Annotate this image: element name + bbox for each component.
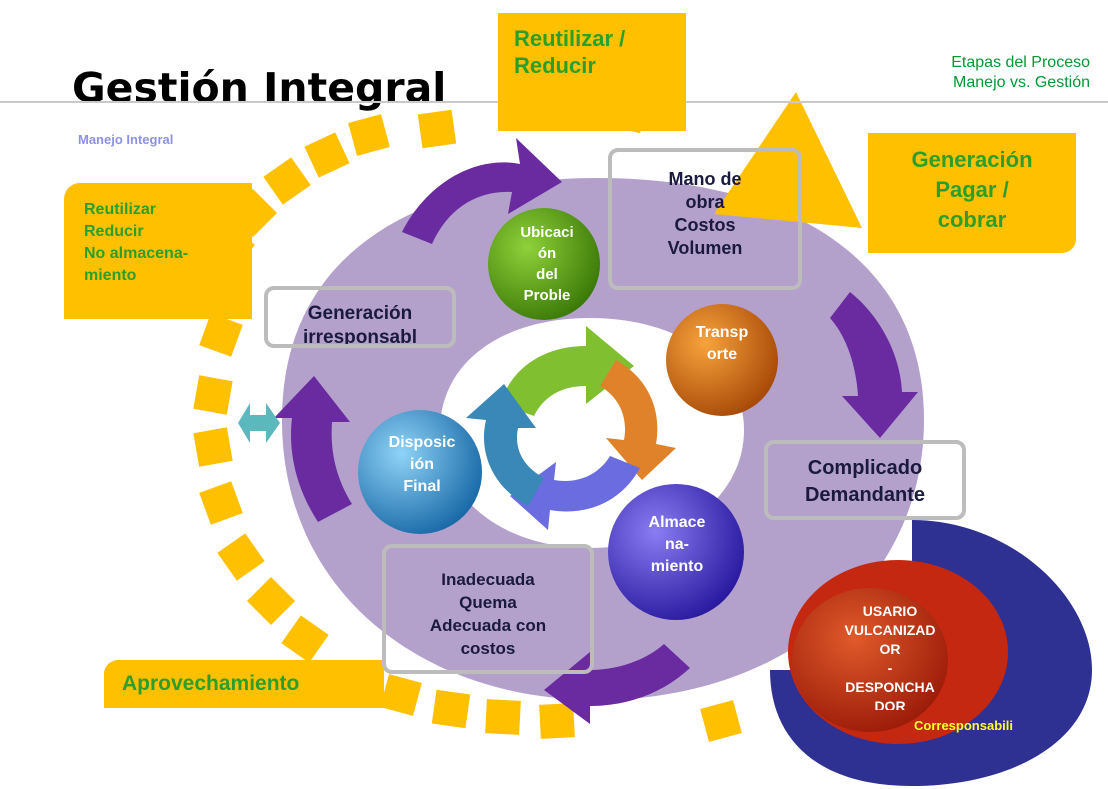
gray-inad-line-4: costos xyxy=(460,639,516,658)
box-inadecuada: Inadecuada Quema Adecuada con costos xyxy=(382,544,594,674)
teal-double-arrow-icon xyxy=(238,403,280,443)
stage-disposicion-label: Disposic ión Final xyxy=(360,432,484,512)
box-generacion-line-2: Pagar / xyxy=(935,177,1009,202)
box-left-line-1: Reutilizar xyxy=(84,201,157,218)
manejo-integral-label: Manejo Integral xyxy=(78,132,174,147)
page-title: Gestión Integral xyxy=(72,64,447,112)
gray-mano-line-2: obra xyxy=(685,192,725,212)
trans-line-1: Transp xyxy=(695,324,749,341)
box-mano-de-obra: Mano de obra Costos Volumen xyxy=(608,148,802,290)
stage-transporte-label: Transp orte xyxy=(668,322,776,382)
gray-mano-line-1: Mano de xyxy=(668,169,742,189)
box-left-line-3: No almacena- xyxy=(84,245,189,262)
usu-line-3: OR xyxy=(879,641,901,657)
ubic-line-4: Proble xyxy=(523,287,571,304)
box-generacion-pagar: Generación Pagar / cobrar xyxy=(868,133,1076,253)
ring-arrow-right xyxy=(830,292,918,438)
red-circle xyxy=(792,588,948,732)
subtitle-line-2: Manejo vs. Gestión xyxy=(953,74,1090,91)
usu-line-5: DESPONCHA xyxy=(845,679,935,695)
ubic-line-1: Ubicaci xyxy=(520,224,574,241)
cycle-arrows xyxy=(466,326,676,530)
box-aprovechamiento: Aprovechamiento xyxy=(104,660,384,708)
gray-mano-line-4: Volumen xyxy=(667,238,743,258)
box-left-line-2: Reducir xyxy=(84,223,144,240)
yellow-dash-ring xyxy=(193,90,742,742)
disp-line-1: Disposic xyxy=(388,434,456,451)
cycle-arrow-orange xyxy=(600,360,676,480)
gray-comp-line-2: Demandante xyxy=(804,484,926,506)
box-generacion-irresponsable: Generación irresponsabl xyxy=(264,286,456,348)
usuario-label: USARIO VULCANIZAD OR - DESPONCHA DOR xyxy=(830,602,950,710)
box-generacion-line-1: Generación xyxy=(911,147,1033,172)
alm-line-3: miento xyxy=(650,558,704,575)
cycle-arrow-blue xyxy=(466,384,544,506)
sphere-transporte xyxy=(666,304,778,416)
usu-line-2: VULCANIZAD xyxy=(844,622,936,638)
box-left-line-4: miento xyxy=(84,267,137,284)
gray-mano-line-3: Costos xyxy=(674,215,736,235)
yellow-triangle xyxy=(714,92,862,228)
gray-inad-line-1: Inadecuada xyxy=(441,570,535,589)
stage-ubicacion-label: Ubicaci ón del Proble xyxy=(495,222,599,314)
usu-line-1: USARIO xyxy=(862,603,918,619)
usu-line-4: - xyxy=(887,660,893,676)
gray-inad-line-3: Adecuada con xyxy=(429,616,547,635)
purple-ring xyxy=(282,178,924,700)
box-generacion-line-3: cobrar xyxy=(937,207,1007,232)
gray-gen-line-1: Generación xyxy=(307,303,413,324)
corresponsabilidad-label: Corresponsabili xyxy=(914,718,1013,733)
sphere-ubicacion xyxy=(488,208,600,320)
ubic-line-3: del xyxy=(536,266,558,283)
ring-arrow-bottom xyxy=(544,644,690,724)
gray-comp-line-1: Complicado xyxy=(807,457,923,479)
subtitle-block: Etapas del Proceso Manejo vs. Gestión xyxy=(890,53,1090,93)
usu-line-6: DOR xyxy=(874,698,906,710)
alm-line-1: Almace xyxy=(648,514,706,531)
alm-line-2: na- xyxy=(665,536,689,553)
box-reutilizar-reducir: Reutilizar / Reducir xyxy=(498,13,686,131)
box-reutilizar-left: Reutilizar Reducir No almacena- miento xyxy=(64,183,252,319)
box-reutilizar-line-2: Reducir xyxy=(514,53,596,78)
ring-arrow-left xyxy=(274,376,352,522)
disp-line-2: ión xyxy=(410,456,434,473)
stage-almacenamiento-label: Almace na- miento xyxy=(608,512,746,592)
cycle-arrow-indigo xyxy=(510,456,640,530)
ring-arrows xyxy=(274,138,918,724)
trans-line-2: orte xyxy=(706,346,738,363)
subtitle-line-1: Etapas del Proceso xyxy=(951,54,1090,71)
disp-line-3: Final xyxy=(403,478,441,495)
cycle-arrow-green xyxy=(500,326,634,416)
gray-gen-line-2: irresponsabl xyxy=(302,327,418,348)
ring-arrow-top xyxy=(402,138,562,244)
box-reutilizar-line-1: Reutilizar / xyxy=(514,26,626,51)
sphere-almacenamiento xyxy=(608,484,744,620)
gray-inad-line-2: Quema xyxy=(459,593,517,612)
box-complicado: Complicado Demandante xyxy=(764,440,966,520)
sphere-disposicion xyxy=(358,410,482,534)
ubic-line-2: ón xyxy=(537,245,557,262)
